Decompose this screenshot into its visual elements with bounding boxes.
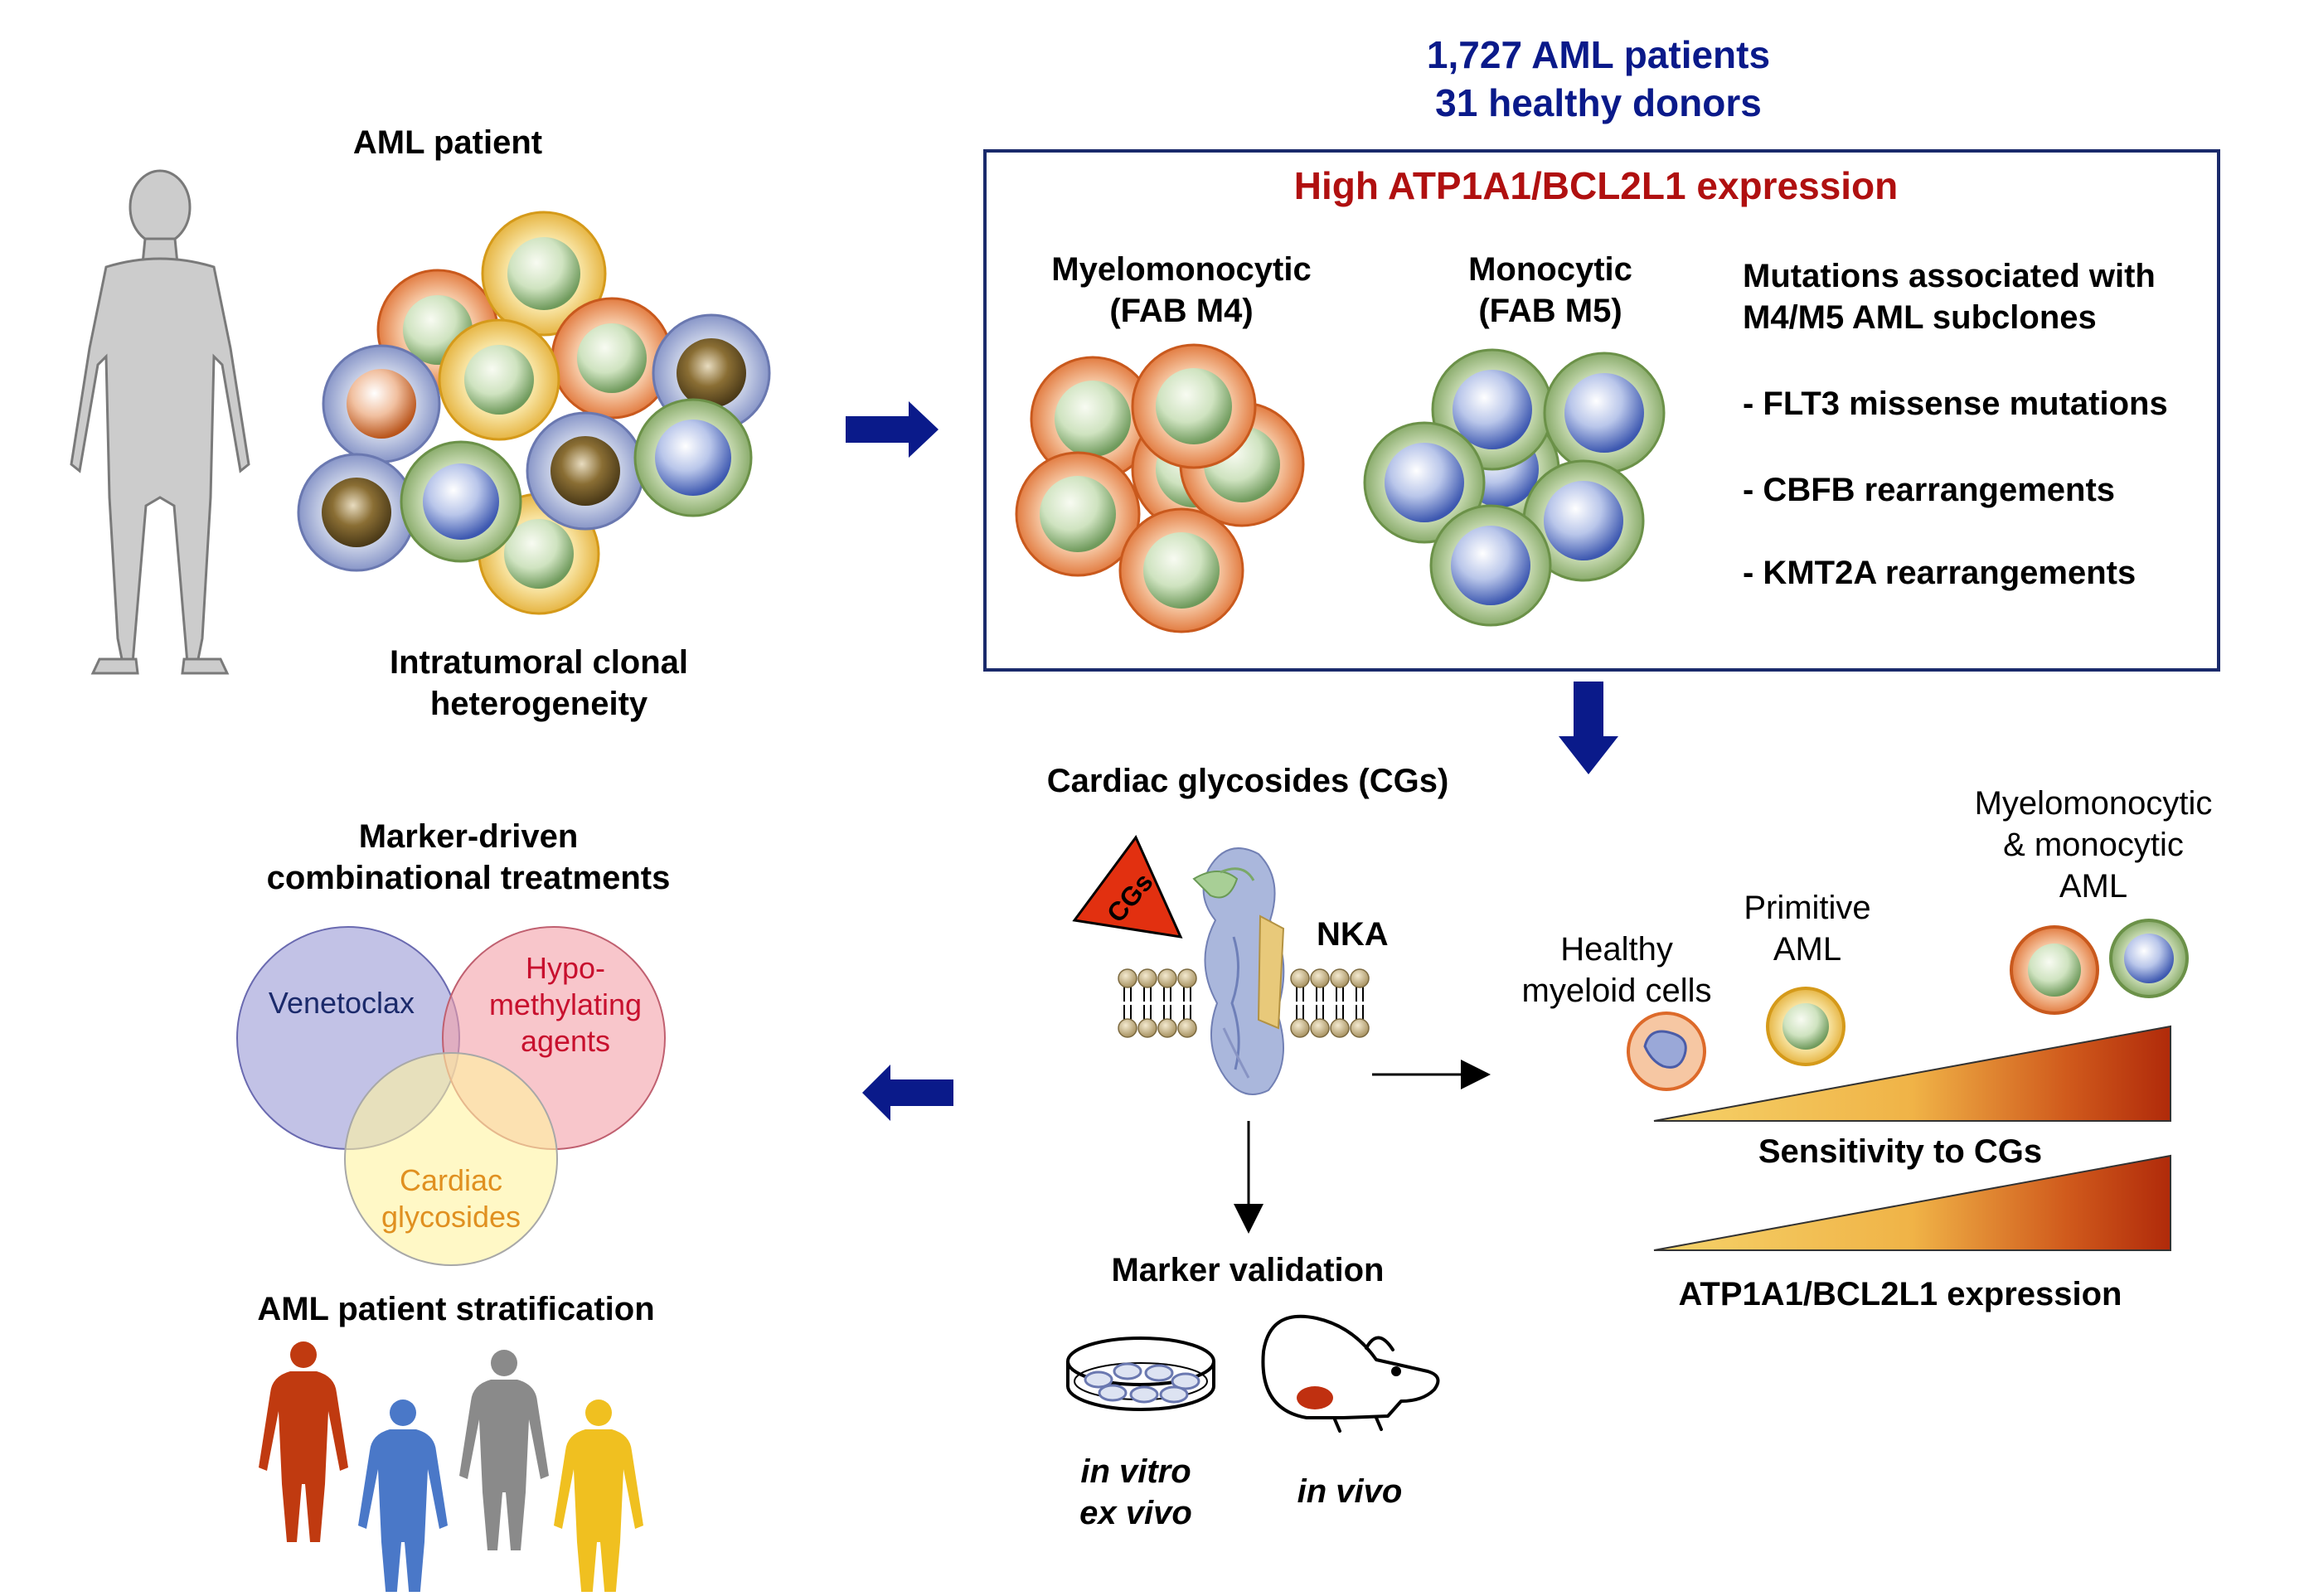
cardiac-label-line1: Cardiac [400, 1163, 502, 1197]
m5-label-line2: (FAB M5) [1478, 293, 1622, 329]
heterogeneity-label-line1: Intratumoral clonal [390, 644, 688, 681]
cohort-line-patients: 1,727 AML patients [1427, 33, 1770, 76]
cell [1543, 352, 1666, 474]
nka-label: NKA [1317, 916, 1389, 953]
mutations-heading-line1: Mutations associated with [1743, 258, 2156, 294]
m4-aml-cell-icon [2010, 925, 2099, 1015]
m5-label-line1: Monocytic [1468, 251, 1632, 288]
healthy-label-line2: myeloid cells [1522, 973, 1712, 1009]
mutation-item: - CBFB rearrangements [1743, 472, 2115, 508]
cell [297, 453, 416, 572]
patient-figure-icon [259, 1341, 348, 1542]
sensitivity-label: Sensitivity to CGs [1758, 1133, 2042, 1170]
patient-figure-icon [358, 1400, 448, 1596]
patient-silhouette-icon [70, 169, 250, 675]
m4-cell-cluster [1015, 343, 1305, 633]
expression-box [983, 149, 2220, 672]
cell [322, 344, 441, 463]
healthy-myeloid-cell-icon [1627, 1011, 1706, 1091]
expression-box-title: High ATP1A1/BCL2L1 expression [1294, 164, 1899, 207]
m5-aml-cell-icon [2109, 919, 2189, 998]
treatment-title-line1: Marker-driven [359, 818, 579, 855]
cell [550, 297, 673, 420]
mutation-item: - FLT3 missense mutations [1743, 386, 2168, 422]
cell [481, 211, 607, 337]
expression-wedge [1653, 1154, 2171, 1251]
primitive-aml-cell-icon [1766, 987, 1846, 1066]
cohort-line-donors: 31 healthy donors [1435, 81, 1762, 124]
cell [1030, 356, 1156, 482]
primitive-label-line2: AML [1773, 931, 1841, 968]
myelo-label-line2: & monocytic [2003, 827, 2184, 863]
arrow-right-icon [846, 401, 939, 458]
patient-figure-icon [459, 1350, 549, 1550]
venn-diagram [236, 926, 666, 1266]
sensitivity-wedge [1653, 1025, 2171, 1122]
m5-cell-cluster [1363, 348, 1666, 627]
nka-protein-icon [1192, 847, 1285, 1095]
cell [438, 318, 560, 441]
in-vitro-label: in vitro [1080, 1453, 1191, 1490]
mutation-item: - KMT2A rearrangements [1743, 555, 2136, 591]
venetoclax-label: Venetoclax [269, 986, 415, 1020]
cell [633, 398, 753, 517]
cell [400, 440, 522, 563]
petri-dish-icon [1066, 1336, 1215, 1411]
clonal-cell-cluster [297, 211, 771, 615]
validation-title: Marker validation [1111, 1252, 1384, 1288]
cg-triangle-icon: CGs [1072, 835, 1183, 939]
treatment-title-line2: combinational treatments [267, 860, 671, 896]
heterogeneity-label-line2: heterogeneity [430, 686, 648, 722]
cell [1522, 459, 1645, 582]
aml-patient-title: AML patient [353, 124, 542, 161]
hypo-label-line3: agents [521, 1024, 610, 1058]
cell [1363, 421, 1486, 544]
cardiac-label-line2: glycosides [381, 1200, 521, 1234]
hypo-label-line2: methylating [489, 987, 642, 1021]
arrow-down-icon [1559, 682, 1618, 774]
stratified-patients [259, 1341, 643, 1596]
patient-figure-icon [554, 1400, 643, 1596]
mutations-heading-line2: M4/M5 AML subclones [1743, 299, 2097, 336]
primitive-label-line1: Primitive [1744, 890, 1870, 926]
cell [526, 411, 645, 531]
stratification-label: AML patient stratification [257, 1291, 654, 1327]
ex-vivo-label: ex vivo [1079, 1495, 1192, 1531]
myelo-label-line1: Myelomonocytic [1975, 785, 2213, 822]
arrow-left-icon [862, 1065, 953, 1121]
cell [1429, 504, 1552, 627]
venn-cardiac-circle [344, 1052, 558, 1266]
in-vivo-label: in vivo [1297, 1473, 1403, 1510]
cell [1015, 451, 1141, 577]
cg-title: Cardiac glycosides (CGs) [1047, 763, 1449, 799]
healthy-label-line1: Healthy [1560, 931, 1673, 968]
myelo-label-line3: AML [2059, 868, 2127, 905]
mouse-icon [1261, 1314, 1440, 1433]
cell-membrane [1118, 968, 1370, 1038]
hypo-label-line1: Hypo- [526, 951, 605, 985]
m4-label-line2: (FAB M4) [1109, 293, 1253, 329]
m4-label-line1: Myelomonocytic [1051, 251, 1311, 288]
cell [1118, 507, 1244, 633]
cell [1131, 343, 1257, 469]
expression-label: ATP1A1/BCL2L1 expression [1679, 1276, 2122, 1312]
